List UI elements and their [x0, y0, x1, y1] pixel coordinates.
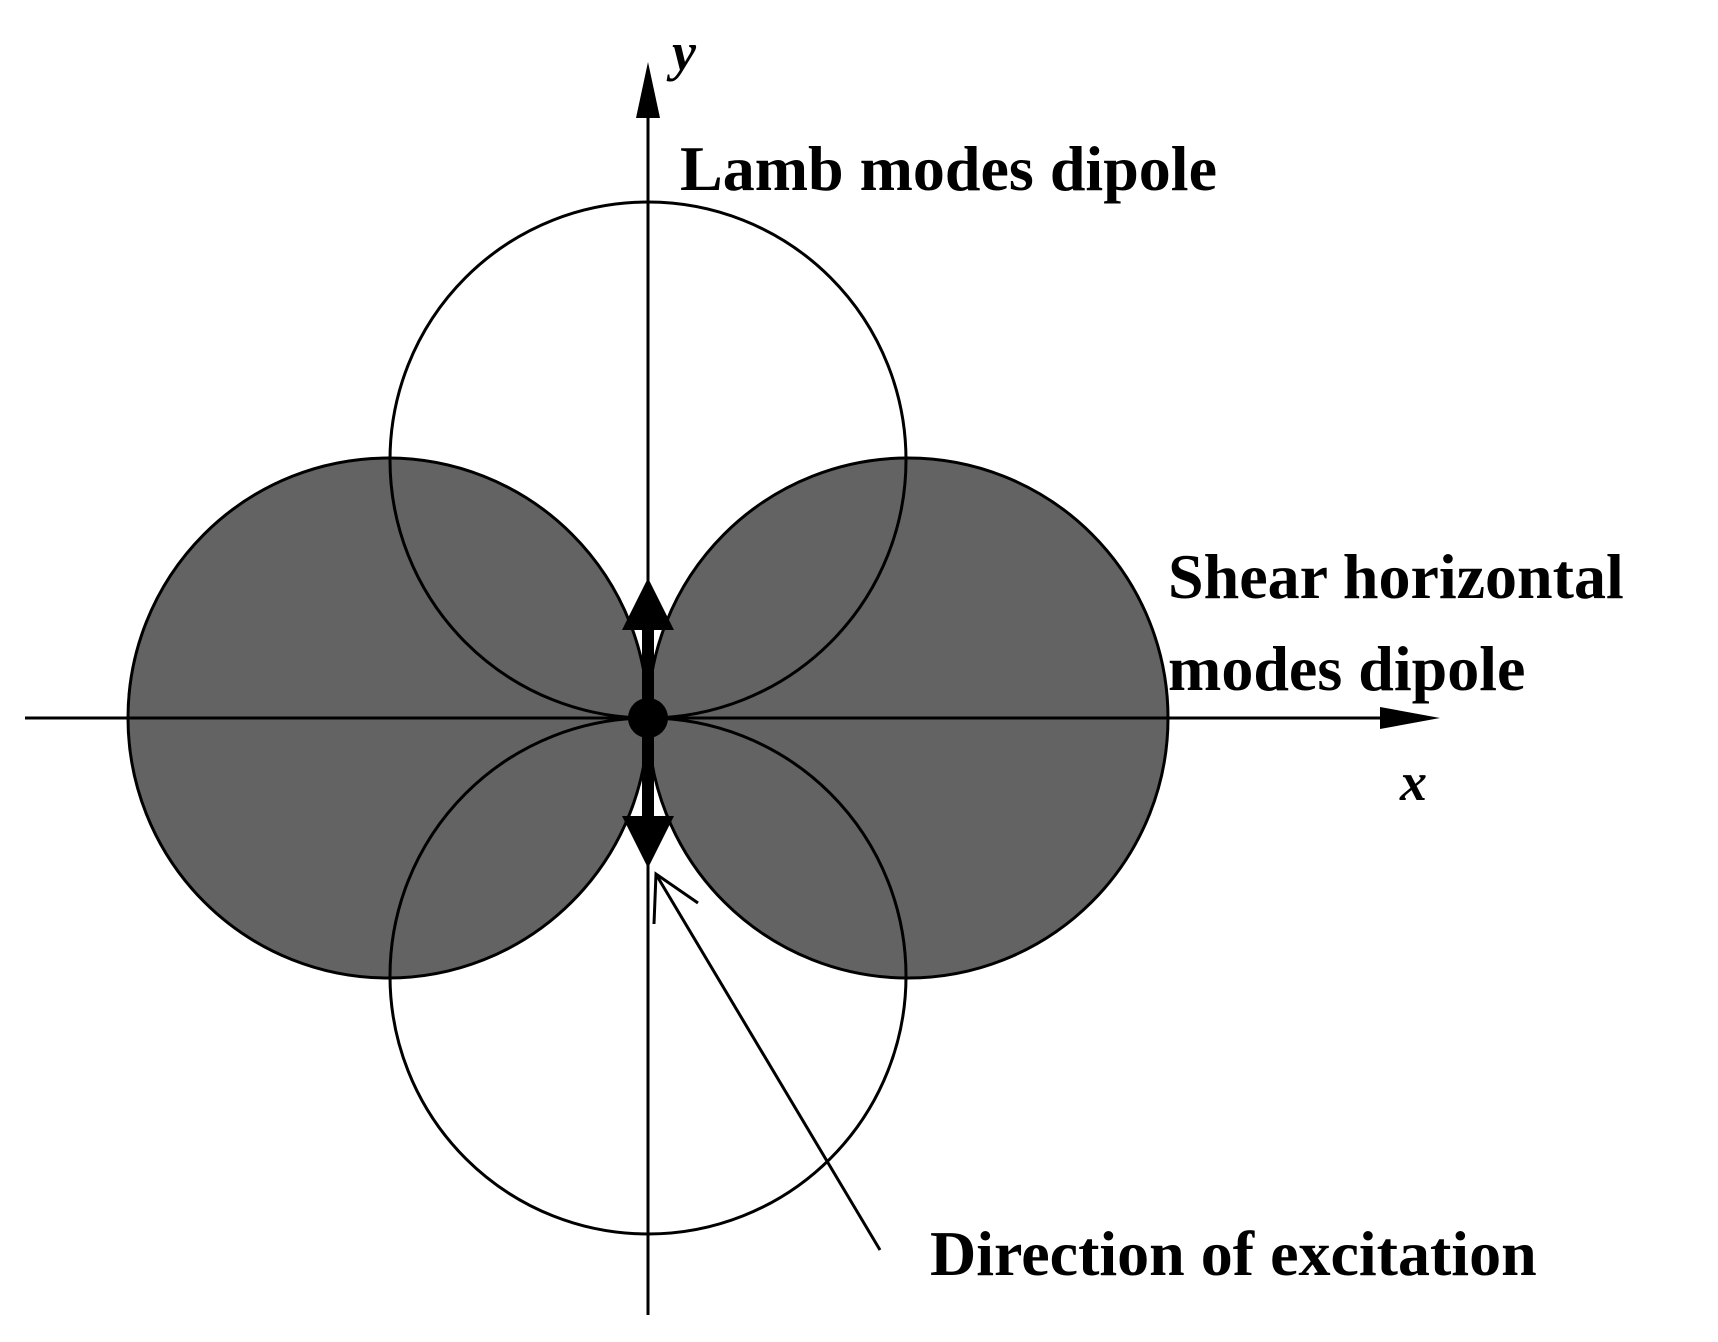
- y-axis-label: y: [666, 22, 697, 82]
- shear-modes-label-line1: Shear horizontal: [1168, 541, 1624, 612]
- source-point: [628, 698, 668, 738]
- x-axis-label: x: [1399, 752, 1427, 812]
- shear-modes-label-line2: modes dipole: [1168, 633, 1525, 704]
- x-axis-arrowhead: [1380, 707, 1440, 729]
- lamb-modes-label: Lamb modes dipole: [680, 133, 1217, 204]
- excitation-arrowhead-down: [622, 816, 674, 868]
- excitation-label: Direction of excitation: [930, 1218, 1537, 1289]
- excitation-pointer-line: [655, 875, 882, 1251]
- y-axis-arrowhead: [636, 62, 660, 118]
- excitation-arrowhead-up: [622, 578, 674, 630]
- excitation-pointer-head: [652, 871, 699, 925]
